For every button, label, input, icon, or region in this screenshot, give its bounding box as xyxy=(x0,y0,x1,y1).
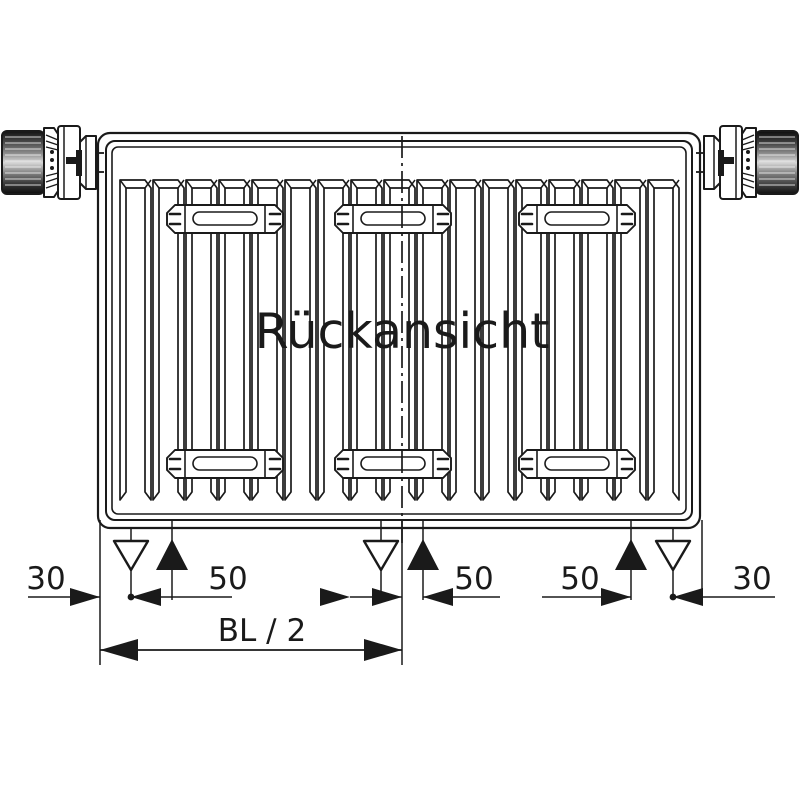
mounting-bracket xyxy=(334,204,452,234)
mounting-bracket xyxy=(334,449,452,479)
radiator-fin xyxy=(449,179,482,501)
thermostat-valve-left xyxy=(1,125,104,200)
mounting-bracket xyxy=(166,204,284,234)
thermostat-valve-right xyxy=(696,125,799,200)
dimension-label-left-50: 50 xyxy=(208,561,247,597)
radiator-fin xyxy=(482,179,515,501)
dimension-label-right-50: 50 xyxy=(560,561,599,597)
span-arrow-right xyxy=(364,639,402,661)
dimension-label-left-30: 30 xyxy=(26,561,65,597)
connection-marker-hollow xyxy=(362,539,400,572)
connection-marker-filled xyxy=(156,539,188,570)
connection-marker-filled xyxy=(407,539,439,570)
mounting-bracket xyxy=(518,449,636,479)
mounting-bracket-group xyxy=(166,204,636,479)
dimension-arrowheads xyxy=(70,588,703,606)
connection-marker-hollow xyxy=(654,539,692,572)
connection-marker-filled xyxy=(615,539,647,570)
radiator-fin xyxy=(119,179,152,501)
radiator-fin xyxy=(647,179,680,501)
span-dimension: BL / 2 xyxy=(100,613,402,661)
connection-marker-filled-group xyxy=(156,539,647,570)
dimension-label-right-30: 30 xyxy=(732,561,771,597)
connection-marker-hollow-group xyxy=(112,539,692,572)
connection-marker-hollow xyxy=(112,539,150,572)
dimension-label-center-50: 50 xyxy=(454,561,493,597)
dimension-point-markers xyxy=(127,593,677,601)
mounting-bracket xyxy=(166,449,284,479)
span-arrow-left xyxy=(100,639,138,661)
radiator-frame xyxy=(96,131,702,530)
mounting-bracket xyxy=(518,204,636,234)
radiator-fin xyxy=(284,179,317,501)
span-label: BL / 2 xyxy=(218,613,306,649)
